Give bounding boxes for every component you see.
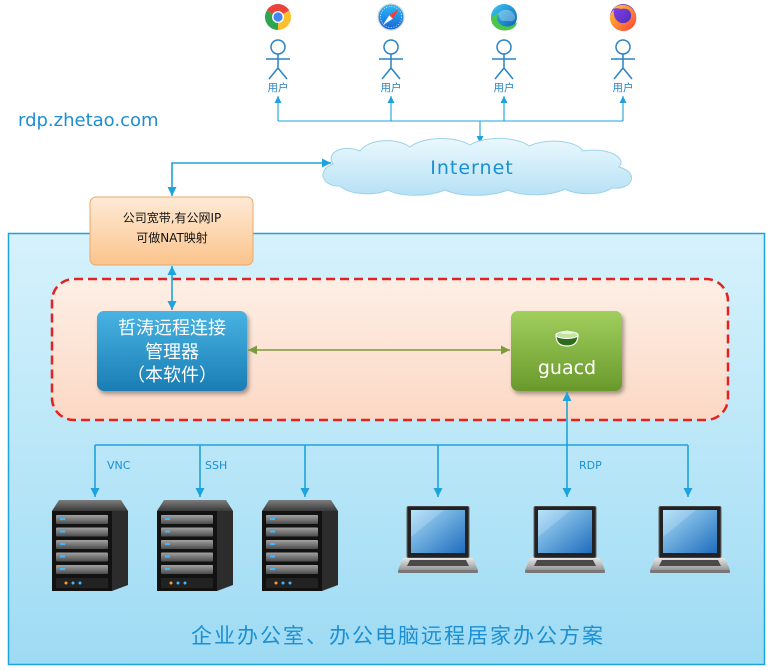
protocol-label-ssh: SSH [205, 459, 227, 472]
user-icon [611, 39, 635, 80]
safari-icon [377, 3, 405, 31]
cloud-icon [322, 137, 632, 196]
site-url: rdp.zhetao.com [18, 110, 159, 131]
gateway-label-line1: 公司宽带,有公网IP [123, 210, 222, 225]
user-label: 用户 [613, 81, 634, 94]
manager-box: 哲涛远程连接 管理器 （本软件） [97, 311, 247, 391]
internet-gateway-link [167, 158, 331, 196]
gateway-box: 公司宽带,有公网IP 可做NAT映射 [89, 196, 254, 266]
firefox-icon [609, 4, 637, 32]
laptop-icon [525, 506, 605, 574]
guacd-box: guacd [511, 311, 622, 391]
chrome-icon [264, 3, 292, 30]
protocol-label-vnc: VNC [107, 459, 131, 472]
laptop-icon [650, 506, 730, 574]
user-icon [379, 39, 403, 80]
manager-label-line3: （本软件） [127, 365, 217, 386]
protocol-label-rdp: RDP [579, 459, 602, 472]
internet-cloud: Internet [322, 137, 632, 196]
manager-label-line2: 管理器 [145, 342, 199, 363]
user-label: 用户 [381, 81, 402, 94]
footer-title: 企业办公室、办公电脑远程居家办公方案 [191, 624, 605, 648]
guacamole-bowl-icon [555, 330, 579, 347]
gateway-label-line2: 可做NAT映射 [136, 230, 208, 245]
internet-label: Internet [430, 157, 513, 179]
user-client-safari: 用户 [377, 3, 405, 121]
user-client-chrome: 用户 [264, 3, 292, 121]
edge-icon [491, 4, 517, 31]
user-icon [266, 39, 290, 80]
laptop-icon [398, 506, 478, 574]
server-icon [52, 500, 128, 591]
manager-label-line1: 哲涛远程连接 [118, 318, 226, 339]
user-label: 用户 [268, 81, 289, 94]
server-icon [262, 500, 338, 591]
user-client-edge: 用户 [491, 4, 517, 121]
server-icon [157, 500, 233, 591]
user-icon [492, 39, 516, 80]
user-label: 用户 [494, 81, 515, 94]
guacd-label: guacd [538, 357, 596, 379]
user-client-firefox: 用户 [609, 4, 637, 121]
